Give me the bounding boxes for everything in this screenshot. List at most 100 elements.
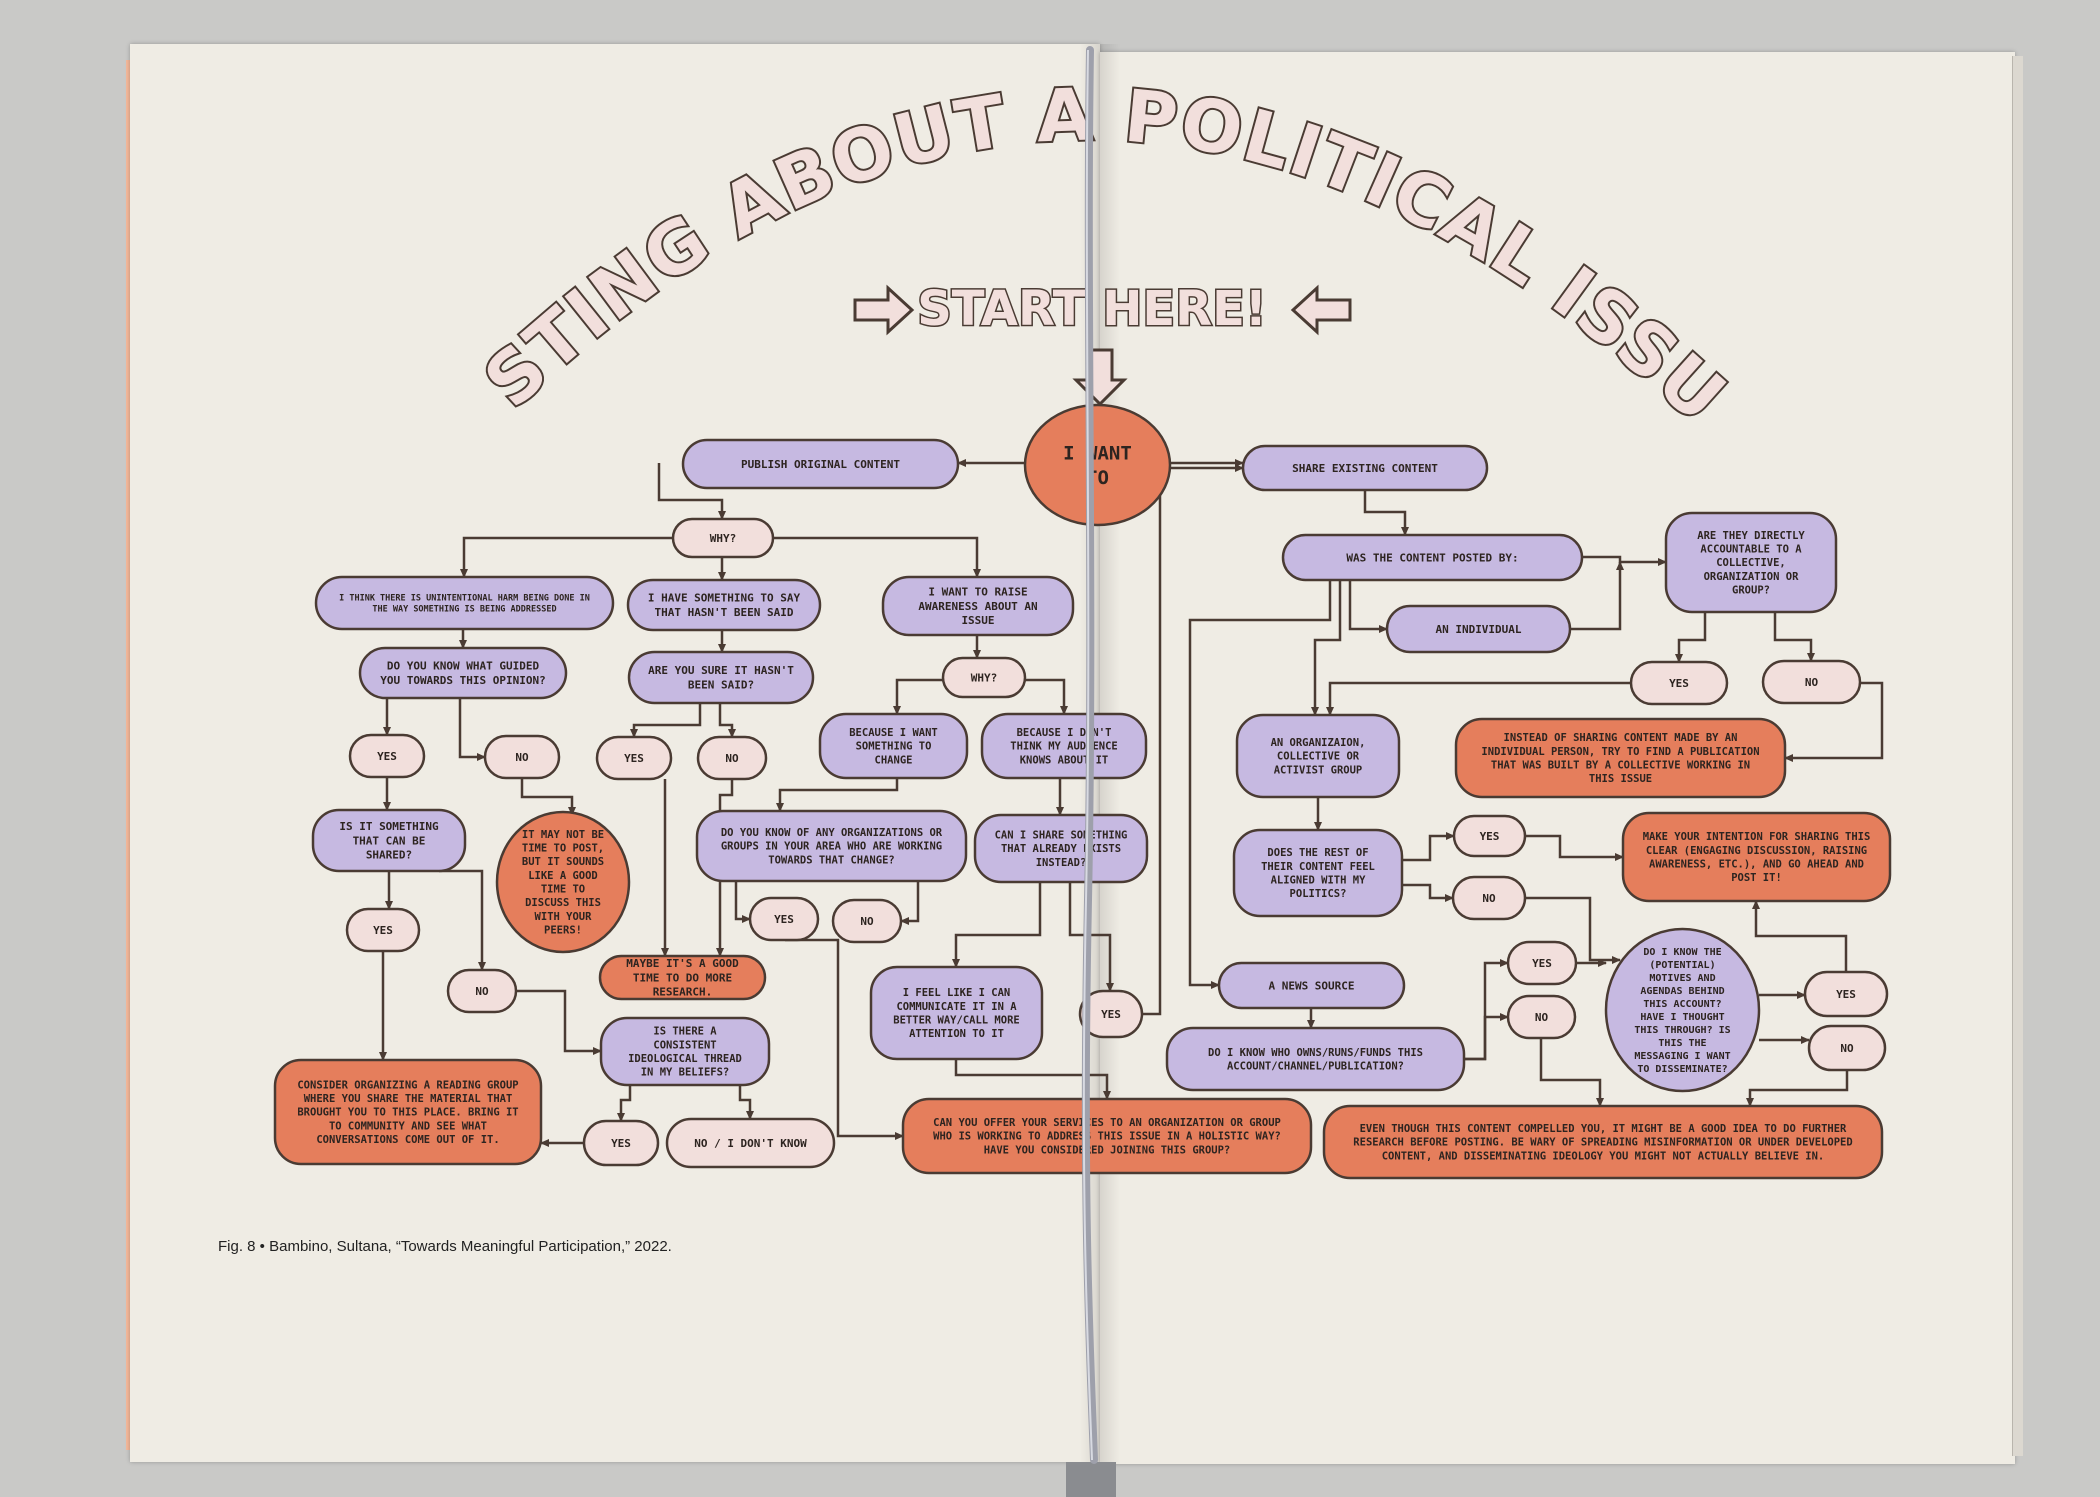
node-label-line: SHARED? [366, 849, 412, 862]
node-label: I THINK THERE IS UNINTENTIONAL HARM BEIN… [339, 593, 590, 614]
node-shape [665, 1117, 836, 1169]
node-label-line: A NEWS SOURCE [1268, 979, 1354, 992]
node-label-line: THAT HASN'T BEEN SAID [654, 606, 793, 619]
node-label-line: COMMUNICATE IT IN A [896, 1001, 1017, 1013]
node-label-line: YES [774, 913, 794, 926]
node-shape [1078, 989, 1144, 1039]
node-label-line: NO [860, 915, 874, 928]
node-label-line: I WANT TO RAISE [928, 586, 1027, 599]
node-shape [358, 646, 568, 700]
node-shape [595, 735, 673, 781]
node-label: YES [1101, 1008, 1121, 1021]
node-label-line: HAVE I THOUGHT [1640, 1012, 1724, 1023]
node-no-shared: NO [446, 968, 518, 1014]
node-shape [582, 1119, 660, 1167]
node-label-line: AWARENESS, ETC.), AND GO AHEAD AND [1649, 859, 1864, 871]
node-label-line: YES [1669, 677, 1689, 690]
node-shape [314, 575, 615, 631]
node-shape [681, 438, 960, 490]
node-label-line: CONTENT, AND DISSEMINATING IDEOLOGY YOU … [1382, 1150, 1825, 1162]
node-label: MAKE YOUR INTENTION FOR SHARING THIS CLEA… [1643, 831, 1871, 884]
node-no-guided: NO [483, 734, 561, 780]
node-label-line: IS THERE A [653, 1026, 717, 1038]
connector-arrow [1348, 580, 1388, 633]
node-label: SHARE EXISTING CONTENT [1292, 462, 1438, 475]
node-label-line: IDEOLOGICAL THREAD [628, 1053, 742, 1065]
node-label-line: TOWARDS THAT CHANGE? [768, 854, 894, 866]
flowchart-title: POSTING ABOUT A POLITICAL ISSUE? [0, 0, 1743, 440]
connector-arrow [952, 882, 1042, 968]
node-label-line: ARE YOU SURE IT HASN'T [648, 664, 794, 677]
left-arrow-icon [1290, 284, 1352, 336]
node-yes-motives: YES [1803, 970, 1889, 1018]
node-label-line: CLEAR (ENGAGING DISCUSSION, RAISING [1646, 845, 1867, 857]
node-label: EVEN THOUGH THIS CONTENT COMPELLED YOU, … [1353, 1123, 1852, 1162]
connector-arrow [458, 698, 486, 761]
node-shape [1621, 811, 1892, 903]
node-label-line: INSTEAD? [1036, 857, 1087, 869]
node-label-line: NO [1482, 892, 1496, 905]
node-news-source: A NEWS SOURCE [1217, 961, 1406, 1010]
node-label-line: RESEARCH. [653, 986, 713, 999]
connector-arrow [1539, 1038, 1604, 1107]
node-label: YES [1669, 677, 1689, 690]
node-label: YES [624, 752, 644, 765]
node-label-line: BUT IT SOUNDS [522, 856, 604, 868]
node-label-line: EVEN THOUGH THIS CONTENT COMPELLED YOU, … [1360, 1123, 1847, 1135]
node-label-line: ORGANIZATION OR [1704, 571, 1800, 583]
node-shape [626, 578, 822, 632]
node-label: YES [373, 924, 393, 937]
node-shape [1506, 994, 1577, 1040]
node-label-line: THAT WAS BUILT BY A COLLECTIVE WORKING I… [1491, 760, 1750, 772]
node-label: NO [1535, 1011, 1549, 1024]
node-shape [869, 965, 1044, 1061]
node-label-line: IT MAY NOT BE [522, 829, 604, 841]
node-further-research: EVEN THOUGH THIS CONTENT COMPELLED YOU, … [1322, 1104, 1884, 1180]
node-label-line: WHO IS WORKING TO ADDRESS THIS ISSUE IN … [933, 1131, 1281, 1143]
node-label-line: IS IT SOMETHING [339, 820, 439, 833]
connector-arrow [893, 678, 943, 715]
node-shape [1451, 875, 1527, 921]
node-label-line: CAN YOU OFFER YOUR SERVICES TO AN ORGANI… [933, 1117, 1281, 1129]
node-label-line: YES [624, 752, 644, 765]
node-label-line: TO COMMUNITY AND SEE WHAT [329, 1120, 487, 1132]
node-shape [483, 734, 561, 780]
node-label: YES [1532, 957, 1552, 970]
connector-arrow [1363, 490, 1409, 536]
node-label-line: MAKE YOUR INTENTION FOR SHARING THIS [1643, 831, 1871, 843]
node-yes-aligned: YES [1452, 814, 1527, 858]
node-yes-accountable: YES [1629, 660, 1729, 706]
node-label-line: WAS THE CONTENT POSTED BY: [1346, 551, 1518, 564]
node-shape [311, 808, 467, 873]
node-yes-shared: YES [345, 907, 421, 953]
node-shape [495, 810, 631, 954]
node-shape [881, 575, 1075, 637]
node-label-line: ACCOUNTABLE TO A [1700, 544, 1802, 556]
node-label-line: WHY? [710, 532, 737, 545]
node-label-line: ISSUE [961, 614, 994, 627]
node-label: NO [1482, 892, 1496, 905]
node-label-line: THAT CAN BE [353, 834, 426, 847]
node-shape [627, 650, 815, 705]
start-here: START HERE! [853, 280, 1352, 407]
node-label: NO [725, 752, 739, 765]
node-label-line: MOTIVES AND [1649, 973, 1715, 984]
node-label-line: LIKE A GOOD [528, 870, 598, 882]
node-label-line: CONSISTENT [653, 1039, 716, 1051]
node-label-line: IN MY BELIEFS? [641, 1067, 730, 1079]
node-yes-exists: YES [1078, 989, 1144, 1039]
node-shape [1454, 717, 1787, 799]
node-shape [1629, 660, 1729, 706]
node-shape [1452, 814, 1527, 858]
